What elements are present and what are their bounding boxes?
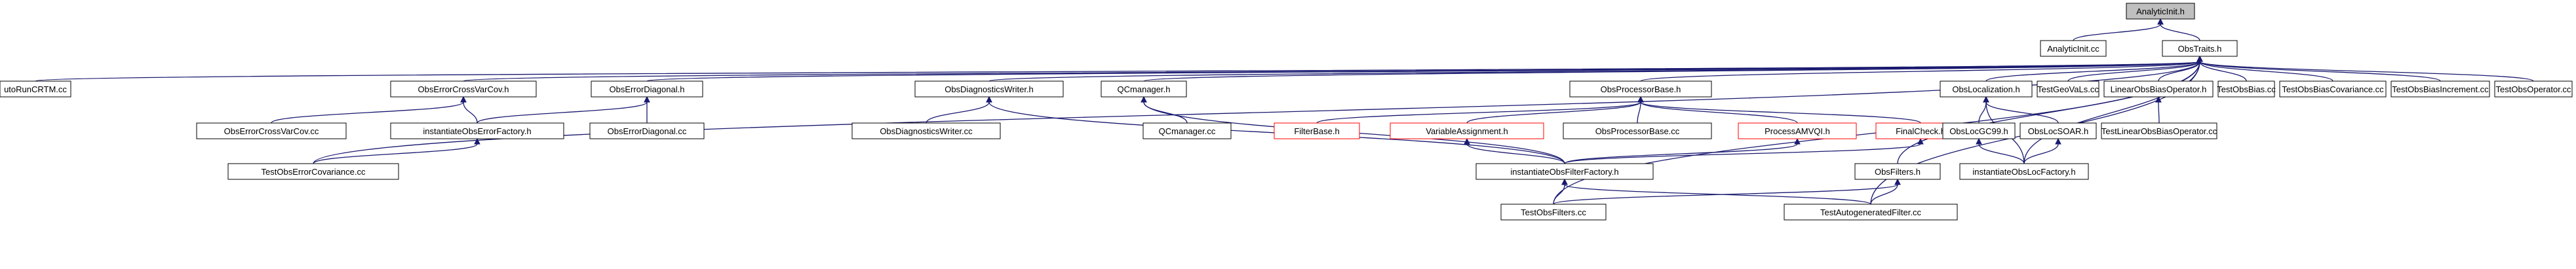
node-processamvqi-h: ProcessAMVQI.h: [1738, 122, 1857, 139]
edge-obserrorcrossvarcov_cc-to-obserrorcrossvarcov_h: [271, 96, 467, 124]
node-label: ObsTraits.h: [2178, 44, 2222, 54]
node-qcmanager-h[interactable]: QCmanager.h: [1101, 81, 1187, 98]
node-label: ProcessAMVQI.h: [1765, 126, 1830, 136]
node-label: TestObsFilters.cc: [1521, 207, 1586, 217]
edge-obsfilters_h-to-obstraits_h: [1897, 55, 2203, 164]
node-linearobsbiasoperator-h[interactable]: LinearObsBiasOperator.h: [2103, 81, 2214, 98]
node-label: ObsDiagnosticsWriter.h: [945, 84, 1034, 94]
node-obsprocessorbase-h[interactable]: ObsProcessorBase.h: [1569, 81, 1712, 98]
node-obslocsoar-h[interactable]: ObsLocSOAR.h: [2020, 122, 2097, 139]
node-label: AnalyticInit.cc: [2047, 44, 2099, 54]
edge-testobsbias_cc-to-obstraits_h: [2196, 55, 2247, 82]
node-utoruncrtm-cc[interactable]: utoRunCRTM.cc: [0, 81, 71, 98]
edge-testobsfilters_cc-to-obsfilters_h: [1553, 178, 1901, 205]
node-label: utoRunCRTM.cc: [4, 84, 67, 94]
node-label: TestObsBiasIncrement.cc: [2392, 84, 2489, 94]
node-label: instantiateObsErrorFactory.h: [423, 126, 531, 136]
node-label: TestObsBiasCovariance.cc: [2282, 84, 2384, 94]
edge-testautogeneratedfilter_cc-to-instantiateobsfilterfactory_h: [1561, 178, 1871, 205]
graph-nodes: AnalyticInit.h AnalyticInit.cc ObsTraits…: [0, 3, 2573, 221]
node-obslocgc99-h[interactable]: ObsLocGC99.h: [1942, 122, 2016, 139]
edge-testobsoperator_cc-to-obstraits_h: [2196, 55, 2534, 82]
graph-edges: [35, 18, 2534, 205]
node-instantiateobslocfactory-h[interactable]: instantiateObsLocFactory.h: [1959, 163, 2089, 180]
node-label: TestObsErrorCovariance.cc: [262, 167, 366, 177]
node-label: AnalyticInit.h: [2136, 7, 2185, 16]
node-label: ObsProcessorBase.cc: [1595, 126, 1680, 136]
node-label: TestObsOperator.cc: [2496, 84, 2571, 94]
node-testobsbias-cc[interactable]: TestObsBias.cc: [2217, 81, 2276, 98]
node-obserrorcrossvarcov-h[interactable]: ObsErrorCrossVarCov.h: [390, 81, 537, 98]
edge-testgeovals_cc-to-obstraits_h: [2067, 55, 2203, 82]
node-variableassignment-h: VariableAssignment.h: [1390, 122, 1544, 139]
node-obsdiagnosticswriter-cc[interactable]: ObsDiagnosticsWriter.cc: [851, 122, 1001, 139]
node-analyticinit-h: AnalyticInit.h: [2126, 3, 2195, 20]
edge-testautogeneratedfilter_cc-to-obsfilters_h: [1870, 178, 1901, 205]
node-testlinearobsbiasoperator-cc[interactable]: TestLinearObsBiasOperator.cc: [2101, 122, 2217, 139]
node-obsfilters-h[interactable]: ObsFilters.h: [1854, 163, 1941, 180]
node-obslocalization-h[interactable]: ObsLocalization.h: [1940, 81, 2033, 98]
edge-instantiateobserrorfactory_h-to-obserrordiagonal_h: [477, 96, 650, 124]
edge-qcmanager_cc-to-qcmanager_h: [1141, 96, 1188, 124]
edge-testlinearobsbiasoperator_cc-to-linearobsbiasoperator_h: [2155, 96, 2162, 124]
node-label: FinalCheck.h: [1896, 126, 1945, 136]
node-obstraits-h[interactable]: ObsTraits.h: [2162, 40, 2238, 57]
node-label: instantiateObsFilterFactory.h: [1510, 167, 1618, 177]
node-obsprocessorbase-cc[interactable]: ObsProcessorBase.cc: [1563, 122, 1712, 139]
node-label: TestLinearObsBiasOperator.cc: [2101, 126, 2217, 136]
node-testobsfilters-cc[interactable]: TestObsFilters.cc: [1500, 204, 1607, 221]
edge-obserrordiagonal_h-to-obstraits_h: [646, 55, 2203, 82]
node-testobsoperator-cc[interactable]: TestObsOperator.cc: [2494, 81, 2573, 98]
node-label: ObsErrorDiagonal.cc: [608, 126, 687, 136]
edge-analyticinit_cc-to-analyticinit_h: [2073, 18, 2164, 41]
node-obserrorcrossvarcov-cc[interactable]: ObsErrorCrossVarCov.cc: [196, 122, 347, 139]
edge-instantiateobserrorfactory_h-to-obserrorcrossvarcov_h: [460, 96, 478, 124]
node-label: VariableAssignment.h: [1426, 126, 1508, 136]
edge-instantiateobsfilterfactory_h-to-processamvqi_h: [1564, 137, 1801, 164]
edge-finalcheck_h-to-obsprocessorbase_h: [1637, 96, 1921, 124]
node-label: ObsErrorDiagonal.h: [610, 84, 685, 94]
node-testobserrorcovariance-cc[interactable]: TestObsErrorCovariance.cc: [227, 163, 399, 180]
edge-instantiateobslocfactory_h-to-obslocsoar_h: [2023, 137, 2061, 164]
node-obserrordiagonal-cc[interactable]: ObsErrorDiagonal.cc: [589, 122, 705, 139]
edge-testobserrorcovariance_cc-to-instantiateobserrorfactory_h: [313, 137, 480, 164]
node-label: LinearObsBiasOperator.h: [2111, 84, 2207, 94]
node-label: ObsDiagnosticsWriter.cc: [880, 126, 973, 136]
node-label: QCmanager.cc: [1159, 126, 1216, 136]
node-label: ObsProcessorBase.h: [1601, 84, 1681, 94]
node-analyticinit-cc[interactable]: AnalyticInit.cc: [2040, 40, 2107, 57]
node-label: ObsErrorCrossVarCov.h: [418, 84, 509, 94]
edge-instantiateobsfilterfactory_h-to-finalcheck_h: [1564, 137, 1924, 164]
node-filterbase-h: FilterBase.h: [1274, 122, 1360, 139]
node-label: ObsLocGC99.h: [1949, 126, 2008, 136]
node-testobsbiasincrement-cc[interactable]: TestObsBiasIncrement.cc: [2391, 81, 2490, 98]
node-testgeovals-cc[interactable]: TestGeoVaLs.cc: [2037, 81, 2099, 98]
node-label: ObsLocalization.h: [1952, 84, 2020, 94]
node-obsdiagnosticswriter-h[interactable]: ObsDiagnosticsWriter.h: [914, 81, 1064, 98]
node-instantiateobsfilterfactory-h[interactable]: instantiateObsFilterFactory.h: [1475, 163, 1654, 180]
node-label: TestAutogeneratedFilter.cc: [1820, 207, 1921, 217]
node-label: TestObsBias.cc: [2217, 84, 2276, 94]
node-label: QCmanager.h: [1118, 84, 1171, 94]
edge-obsdiagnosticswriter_cc-to-obsdiagnosticswriter_h: [926, 96, 992, 124]
node-label: instantiateObsLocFactory.h: [1972, 167, 2075, 177]
node-label: FilterBase.h: [1294, 126, 1339, 136]
node-obserrordiagonal-h[interactable]: ObsErrorDiagonal.h: [591, 81, 703, 98]
node-testobsbiascovariance-cc[interactable]: TestObsBiasCovariance.cc: [2279, 81, 2387, 98]
node-label: TestGeoVaLs.cc: [2037, 84, 2099, 94]
node-label: ObsFilters.h: [1875, 167, 1921, 177]
edge-obstraits_h-to-analyticinit_h: [2157, 18, 2200, 41]
node-label: ObsLocSOAR.h: [2028, 126, 2089, 136]
node-qcmanager-cc[interactable]: QCmanager.cc: [1142, 122, 1232, 139]
edge-obserrordiagonal_cc-to-obserrordiagonal_h: [644, 96, 650, 123]
node-label: ObsErrorCrossVarCov.cc: [224, 126, 319, 136]
node-instantiateobserrorfactory-h[interactable]: instantiateObsErrorFactory.h: [390, 122, 564, 139]
node-testautogeneratedfilter-cc[interactable]: TestAutogeneratedFilter.cc: [1784, 204, 1958, 221]
edge-instantiateobslocfactory_h-to-obslocgc99_h: [1976, 137, 2025, 164]
edge-instantiateobsfilterfactory_h-to-variableassignment_h: [1464, 137, 1565, 164]
